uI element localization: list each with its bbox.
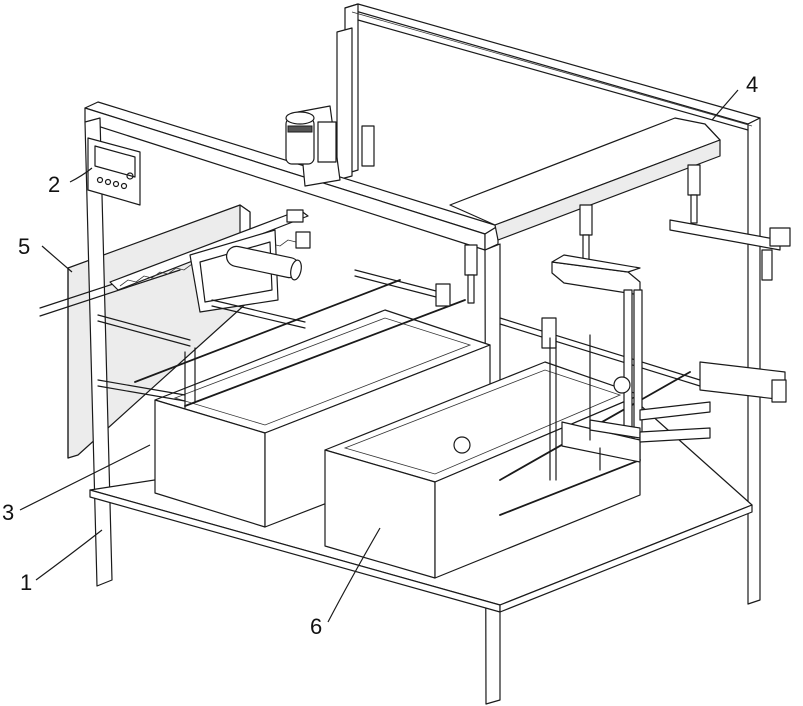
label-3: 3 (2, 500, 14, 525)
control-box-2 (87, 137, 141, 206)
motor (285, 105, 375, 187)
rack-carriage (109, 209, 311, 329)
callout-labels: 2 4 5 3 1 6 (2, 72, 758, 639)
leader-lines (19, 89, 739, 623)
lift-cylinders (464, 164, 791, 441)
clamp-assembly (435, 283, 711, 481)
label-6: 6 (310, 614, 322, 639)
label-1: 1 (20, 570, 32, 595)
label-4: 4 (746, 72, 758, 97)
label-5: 5 (18, 234, 30, 259)
label-2: 2 (48, 172, 60, 197)
